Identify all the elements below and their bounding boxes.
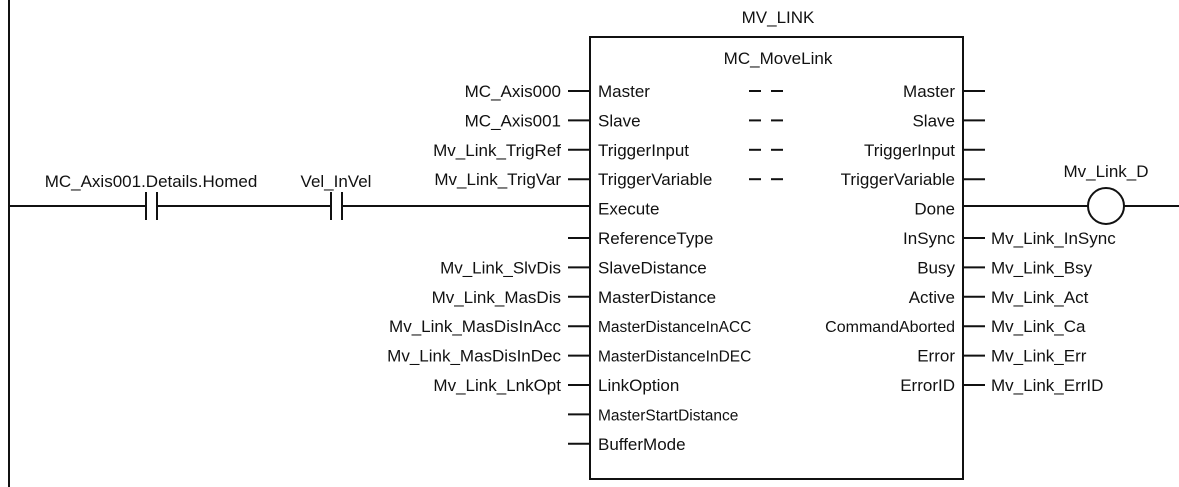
output-variable-error: Mv_Link_Err — [991, 347, 1087, 366]
output-variable-commandaborted: Mv_Link_Ca — [991, 317, 1086, 336]
input-pin-buffermode: BufferMode — [598, 435, 686, 454]
input-variable-triggervariable: Mv_Link_TrigVar — [434, 170, 561, 189]
coil-label: Mv_Link_D — [1063, 162, 1148, 181]
output-pin-master: Master — [903, 82, 955, 101]
input-pin-triggervariable: TriggerVariable — [598, 170, 712, 189]
output-variable-active: Mv_Link_Act — [991, 288, 1089, 307]
done-output-wire — [963, 187, 1179, 225]
input-variable-masterdistanceindec: Mv_Link_MasDisInDec — [387, 347, 561, 366]
input-variable-slavedistance: Mv_Link_SlvDis — [440, 258, 561, 277]
output-variable-busy: Mv_Link_Bsy — [991, 258, 1093, 277]
instance-name: MV_LINK — [742, 8, 815, 27]
function-block[interactable] — [589, 36, 964, 480]
input-pin-master: Master — [598, 82, 650, 101]
input-pin-masterdistanceinacc: MasterDistanceInACC — [598, 319, 751, 336]
output-pin-triggerinput: TriggerInput — [864, 141, 955, 160]
input-variable-triggerinput: Mv_Link_TrigRef — [433, 141, 561, 160]
output-pin-active: Active — [909, 288, 955, 307]
output-pin-done: Done — [914, 200, 955, 219]
input-variable-masterdistanceinacc: Mv_Link_MasDisInAcc — [389, 317, 561, 336]
execute-rung — [9, 192, 590, 220]
output-pin-busy: Busy — [917, 258, 955, 277]
output-pin-error: Error — [917, 347, 955, 366]
output-pin-insync: InSync — [903, 229, 955, 248]
input-pin-execute: Execute — [598, 200, 659, 219]
input-variable-linkoption: Mv_Link_LnkOpt — [433, 376, 561, 395]
input-pin-masterdistanceindec: MasterDistanceInDEC — [598, 349, 751, 366]
output-pin-errorid: ErrorID — [900, 376, 955, 395]
output-pin-commandaborted: CommandAborted — [825, 319, 955, 336]
output-pin-slave: Slave — [912, 111, 955, 130]
input-pin-triggerinput: TriggerInput — [598, 141, 689, 160]
output-variable-errorid: Mv_Link_ErrID — [991, 376, 1103, 395]
input-pin-referencetype: ReferenceType — [598, 229, 713, 248]
input-pin-masterstartdistance: MasterStartDistance — [598, 407, 738, 424]
input-variable-masterdistance: Mv_Link_MasDis — [432, 288, 561, 307]
input-pin-linkoption: LinkOption — [598, 376, 679, 395]
contact-homed-label: MC_Axis001.Details.Homed — [45, 172, 258, 191]
input-pin-masterdistance: MasterDistance — [598, 288, 716, 307]
input-pin-slavedistance: SlaveDistance — [598, 258, 707, 277]
input-variable-slave: MC_Axis001 — [465, 111, 561, 130]
output-variable-insync: Mv_Link_InSync — [991, 229, 1116, 248]
input-variable-master: MC_Axis000 — [465, 82, 561, 101]
output-pin-triggervariable: TriggerVariable — [841, 170, 955, 189]
block-type: MC_MoveLink — [724, 49, 833, 68]
input-pin-slave: Slave — [598, 111, 641, 130]
contact-invel-label: Vel_InVel — [301, 172, 372, 191]
